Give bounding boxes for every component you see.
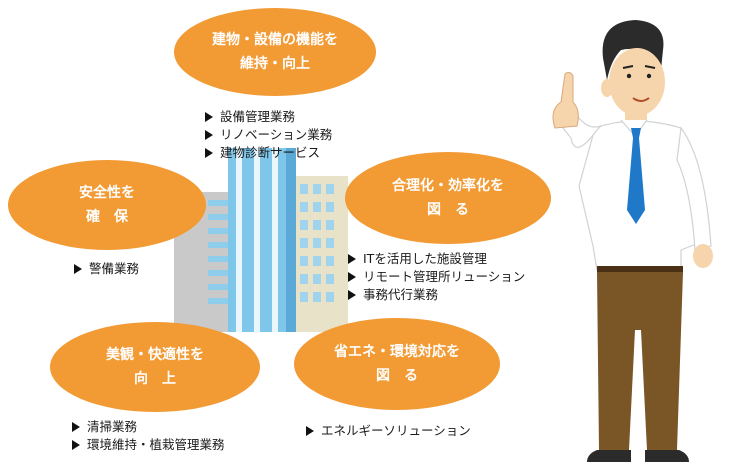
triangle-bullet-icon — [72, 422, 80, 432]
oval-line-2: 図 る — [376, 368, 418, 384]
list-item: ITを活用した施設管理 — [348, 250, 525, 268]
oval-line-1: 安全性を — [79, 185, 135, 201]
list-item: リノベーション業務 — [205, 126, 332, 144]
oval-rationalize-efficiency: 合理化・効率化を 図 る — [345, 152, 551, 244]
service-list-rational: ITを活用した施設管理 リモート管理所リューション 事務代行業務 — [348, 250, 525, 304]
service-list-beauty: 清掃業務 環境維持・植栽管理業務 — [72, 418, 225, 454]
list-item: リモート管理所リューション — [348, 268, 525, 286]
list-item: 警備業務 — [74, 260, 139, 278]
list-item: 設備管理業務 — [205, 108, 332, 126]
list-item: 環境維持・植栽管理業務 — [72, 436, 225, 454]
list-item: 建物診断サービス — [205, 144, 332, 162]
list-item: 清掃業務 — [72, 418, 225, 436]
businessman-illustration — [552, 20, 713, 462]
oval-energy-saving-environment: 省エネ・環境対応を 図 る — [294, 318, 500, 410]
oval-line-1: 合理化・効率化を — [392, 178, 504, 194]
triangle-bullet-icon — [306, 426, 314, 436]
oval-ensure-safety: 安全性を 確 保 — [8, 160, 206, 250]
list-item: エネルギーソリューション — [306, 422, 471, 440]
service-list-maintain: 設備管理業務 リノベーション業務 建物診断サービス — [205, 108, 332, 162]
buildings-illustration — [174, 148, 348, 332]
triangle-bullet-icon — [72, 440, 80, 450]
triangle-bullet-icon — [74, 264, 82, 274]
triangle-bullet-icon — [205, 130, 213, 140]
triangle-bullet-icon — [205, 112, 213, 122]
service-list-energy: エネルギーソリューション — [306, 422, 471, 440]
oval-maintain-improve-function: 建物・設備の機能を 維持・向上 — [174, 8, 376, 96]
triangle-bullet-icon — [348, 290, 356, 300]
oval-improve-appearance-comfort: 美観・快適性を 向 上 — [50, 322, 260, 412]
oval-line-1: 美観・快適性を — [106, 347, 204, 363]
oval-line-2: 維持・向上 — [240, 56, 310, 72]
triangle-bullet-icon — [348, 272, 356, 282]
oval-line-2: 図 る — [427, 202, 469, 218]
triangle-bullet-icon — [348, 254, 356, 264]
triangle-bullet-icon — [205, 148, 213, 158]
oval-line-1: 建物・設備の機能を — [212, 32, 338, 48]
oval-line-2: 確 保 — [86, 209, 128, 225]
list-item: 事務代行業務 — [348, 286, 525, 304]
service-list-safety: 警備業務 — [74, 260, 139, 278]
oval-line-1: 省エネ・環境対応を — [334, 344, 460, 360]
oval-line-2: 向 上 — [134, 371, 176, 387]
